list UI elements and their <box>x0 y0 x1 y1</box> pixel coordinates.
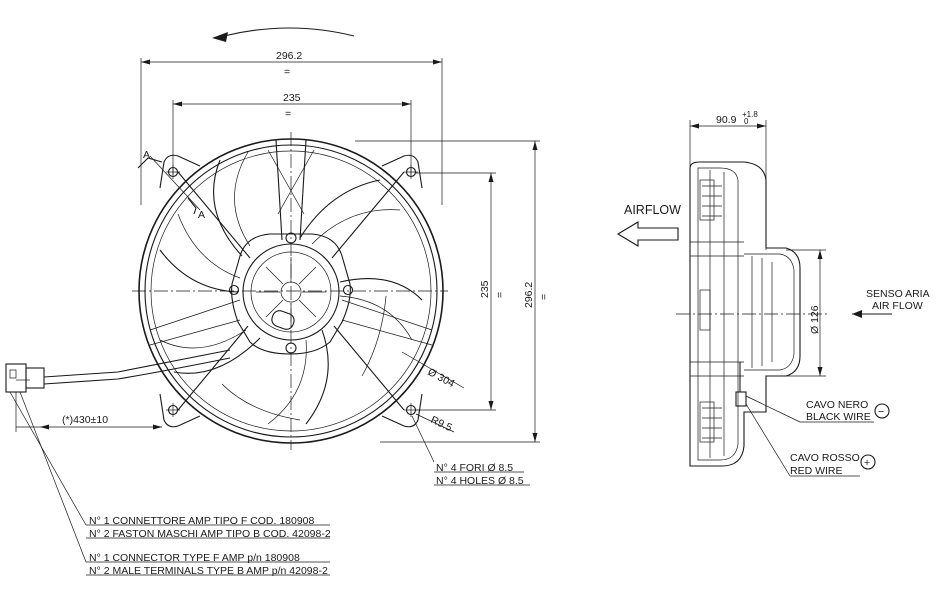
side-body <box>689 161 801 467</box>
senso-aria-label: SENSO ARIA <box>866 288 930 300</box>
black-wire-en: BLACK WIRE <box>806 411 871 423</box>
air-flow-label: AIR FLOW <box>872 300 923 312</box>
struts <box>149 139 433 411</box>
dim-depth-label: 90.9 <box>716 114 737 126</box>
mounting-frame <box>159 154 423 428</box>
dim-outer-width: 296.2 = <box>140 50 443 205</box>
section-a-label-top: A <box>143 149 150 161</box>
note-it-line1: N° 1 CONNETTORE AMP TIPO F COD. 180908 <box>89 515 315 527</box>
note-en-line2: N° 2 MALE TERMINALS TYPE B AMP p/n 42098… <box>89 565 328 577</box>
mounting-holes <box>166 165 418 417</box>
rotation-arrow <box>212 27 355 42</box>
holes-it-label: N° 4 FORI Ø 8.5 <box>436 462 513 474</box>
dim-radius: R9.5 <box>415 413 455 434</box>
note-it-line2: N° 2 FASTON MASCHI AMP TIPO B COD. 42098… <box>89 528 331 540</box>
dim-depth-tol-lower: 0 <box>744 117 749 126</box>
dim-depth: 90.9 +1.8 0 <box>689 110 767 250</box>
dim-outer-height-label: 296.2 <box>523 282 535 308</box>
dim-hole-spacing-h: 235 = <box>172 92 412 175</box>
black-wire-sign: − <box>878 406 884 418</box>
section-a-label-bot: A <box>198 209 205 221</box>
holes-callout: N° 4 FORI Ø 8.5 N° 4 HOLES Ø 8.5 <box>411 415 530 487</box>
dim-diameter-label: Ø 304 <box>426 366 457 390</box>
dim-motor-dia-label: Ø 126 <box>809 305 821 334</box>
red-wire-en: RED WIRE <box>790 465 843 477</box>
black-wire-it: CAVO NERO <box>806 399 868 411</box>
sym-equal-top2: = <box>285 108 291 120</box>
airflow-arrow: AIRFLOW <box>616 203 681 247</box>
sym-parallel-v2: = <box>538 294 550 300</box>
side-view: 90.9 +1.8 0 <box>616 110 930 477</box>
dim-motor-dia: Ø 126 <box>786 249 826 377</box>
airflow-label: AIRFLOW <box>624 203 681 217</box>
connector-notes: N° 1 CONNETTORE AMP TIPO F COD. 180908 N… <box>9 391 331 577</box>
dim-hole-spacing-h-label: 235 <box>283 92 301 104</box>
wires: CAVO NERO BLACK WIRE − CAVO ROSSO RED WI… <box>735 362 890 477</box>
motor-hub <box>228 232 354 355</box>
dim-hole-spacing-v-label: 235 <box>479 280 491 298</box>
air-direction: SENSO ARIA AIR FLOW <box>852 288 930 318</box>
dim-outer-height: 296.2 = <box>355 140 550 443</box>
note-en-line1: N° 1 CONNECTOR TYPE F AMP p/n 180908 <box>89 552 300 564</box>
dim-depth-tol-upper: +1.8 <box>742 110 758 119</box>
sym-equal-top: = <box>284 66 290 78</box>
dim-radius-label: R9.5 <box>429 414 454 434</box>
section-a: A A <box>137 149 205 221</box>
dim-outer-width-label: 296.2 <box>276 50 302 62</box>
front-view: 296.2 = 235 = 235 = <box>5 27 550 577</box>
dim-cable-length: (*)430±10 <box>15 392 162 432</box>
holes-en-label: N° 4 HOLES Ø 8.5 <box>436 475 524 487</box>
red-wire-sign: + <box>864 457 870 469</box>
red-wire-it: CAVO ROSSO <box>790 452 860 464</box>
sym-parallel-v1: = <box>494 292 506 298</box>
dim-cable-length-label: (*)430±10 <box>62 414 108 426</box>
cable <box>5 349 231 393</box>
dim-hole-spacing-v: 235 = <box>415 172 506 411</box>
fan-blades <box>159 151 423 425</box>
